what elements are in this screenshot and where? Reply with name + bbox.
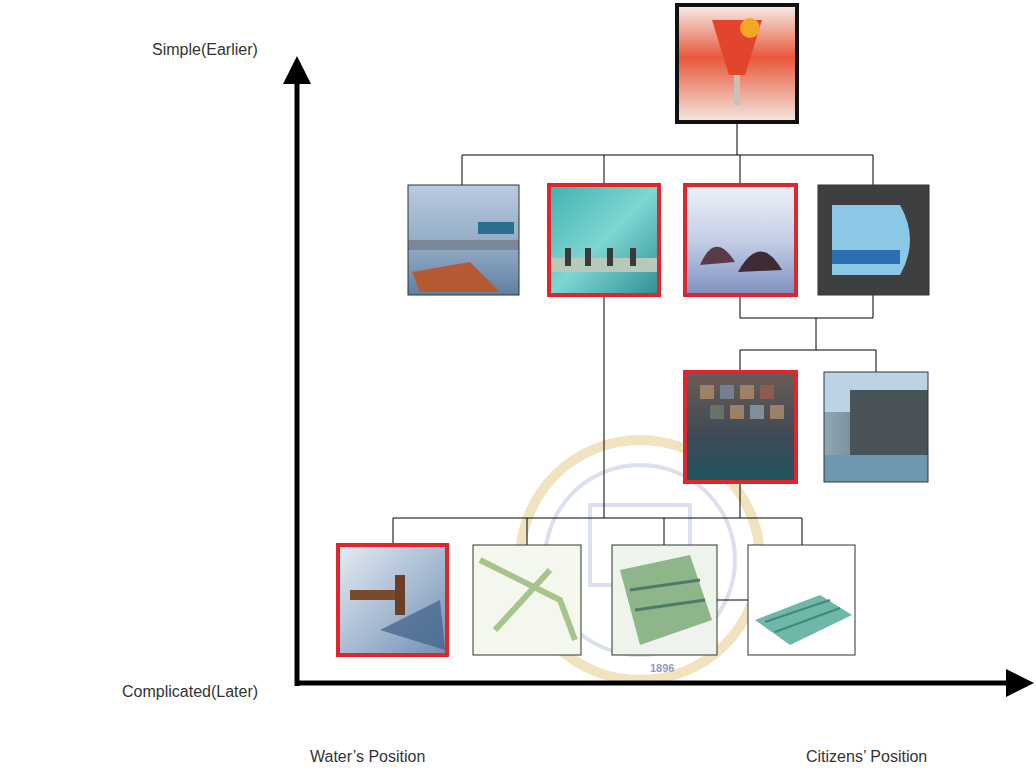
- tree-lines: [393, 122, 876, 600]
- photo-tap: [338, 545, 447, 655]
- axis-label: Water’s Position: [310, 747, 425, 767]
- photo-stone-wall: [824, 372, 928, 482]
- photo-sketch-1: [473, 545, 581, 655]
- photo-window: [818, 185, 929, 295]
- axis-label: Citizens’ Position: [806, 747, 927, 767]
- photo-sketch-3: [748, 545, 855, 655]
- photo-beach: [685, 185, 796, 295]
- axes: [283, 56, 1034, 697]
- axis-label: Complicated(Later): [122, 682, 258, 702]
- photo-harbor: [408, 185, 519, 295]
- photo-cubes: [685, 372, 796, 482]
- axis-label: Simple(Earlier): [152, 40, 258, 60]
- photo-sketch-2: [612, 545, 717, 655]
- watermark-text: 1896: [650, 662, 674, 675]
- photo-juice: [677, 5, 797, 122]
- photo-pool: [549, 185, 659, 295]
